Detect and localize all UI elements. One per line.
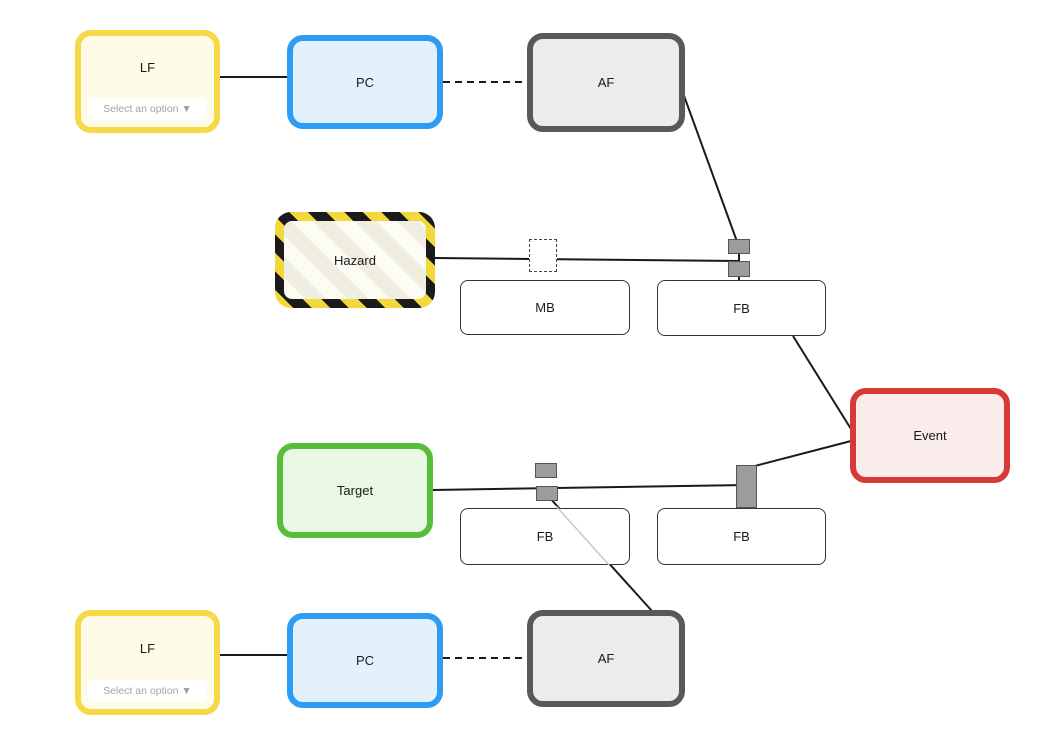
- node-lf-top[interactable]: LF Select an option ▼: [75, 30, 220, 133]
- edge-fb-right-event[interactable]: [746, 440, 852, 469]
- node-hazard-label: Hazard: [334, 252, 376, 268]
- node-lf-bottom-label: LF: [139, 640, 156, 656]
- lf-top-dropdown[interactable]: Select an option ▼: [88, 98, 207, 120]
- connector-fb-top-upper[interactable]: [728, 239, 750, 254]
- node-af-bottom[interactable]: AF: [527, 610, 685, 707]
- node-af-bottom-label: AF: [597, 651, 615, 666]
- node-pc-bottom-label: PC: [355, 653, 375, 668]
- node-fb-mid[interactable]: FB: [460, 508, 630, 565]
- node-event-label: Event: [913, 428, 947, 443]
- edge-hazard-fb-top[interactable]: [434, 257, 740, 262]
- node-target[interactable]: Target: [277, 443, 433, 538]
- lf-bottom-dropdown[interactable]: Select an option ▼: [88, 680, 207, 702]
- edge-target-fb-right[interactable]: [432, 484, 747, 491]
- node-fb-top-label: FB: [733, 300, 750, 316]
- node-pc-bottom[interactable]: PC: [287, 613, 443, 708]
- connector-fb-mid-lower[interactable]: [536, 486, 558, 501]
- node-pc-top-label: PC: [355, 74, 375, 90]
- node-lf-top-label-wrap: LF: [81, 36, 214, 98]
- connector-fb-top-lower[interactable]: [728, 261, 750, 277]
- node-af-top-label: AF: [597, 75, 615, 90]
- node-mb[interactable]: MB: [460, 280, 630, 335]
- node-pc-top[interactable]: PC: [287, 35, 443, 129]
- node-target-label: Target: [336, 483, 374, 498]
- node-lf-bottom[interactable]: LF Select an option ▼: [75, 610, 220, 715]
- connector-fb-mid-upper[interactable]: [535, 463, 557, 478]
- node-hazard[interactable]: Hazard: [275, 212, 435, 308]
- node-fb-right[interactable]: FB: [657, 508, 826, 565]
- edge-af-top-fb-top[interactable]: [682, 92, 740, 248]
- node-event[interactable]: Event: [850, 388, 1010, 483]
- node-fb-top[interactable]: FB: [657, 280, 826, 336]
- node-fb-right-label: FB: [733, 529, 750, 544]
- lf-bottom-dropdown-text: Select an option ▼: [103, 685, 192, 697]
- hazard-inner: Hazard: [284, 221, 426, 299]
- node-lf-top-label: LF: [139, 59, 156, 75]
- node-lf-bottom-label-wrap: LF: [81, 616, 214, 680]
- node-mb-label: MB: [535, 300, 555, 315]
- edge-fb-top-event[interactable]: [792, 335, 852, 430]
- node-af-top[interactable]: AF: [527, 33, 685, 132]
- node-fb-mid-label: FB: [536, 529, 554, 544]
- connector-fb-right[interactable]: [736, 465, 757, 508]
- barrier-placeholder-mb[interactable]: [529, 239, 557, 272]
- lf-top-dropdown-text: Select an option ▼: [103, 103, 192, 115]
